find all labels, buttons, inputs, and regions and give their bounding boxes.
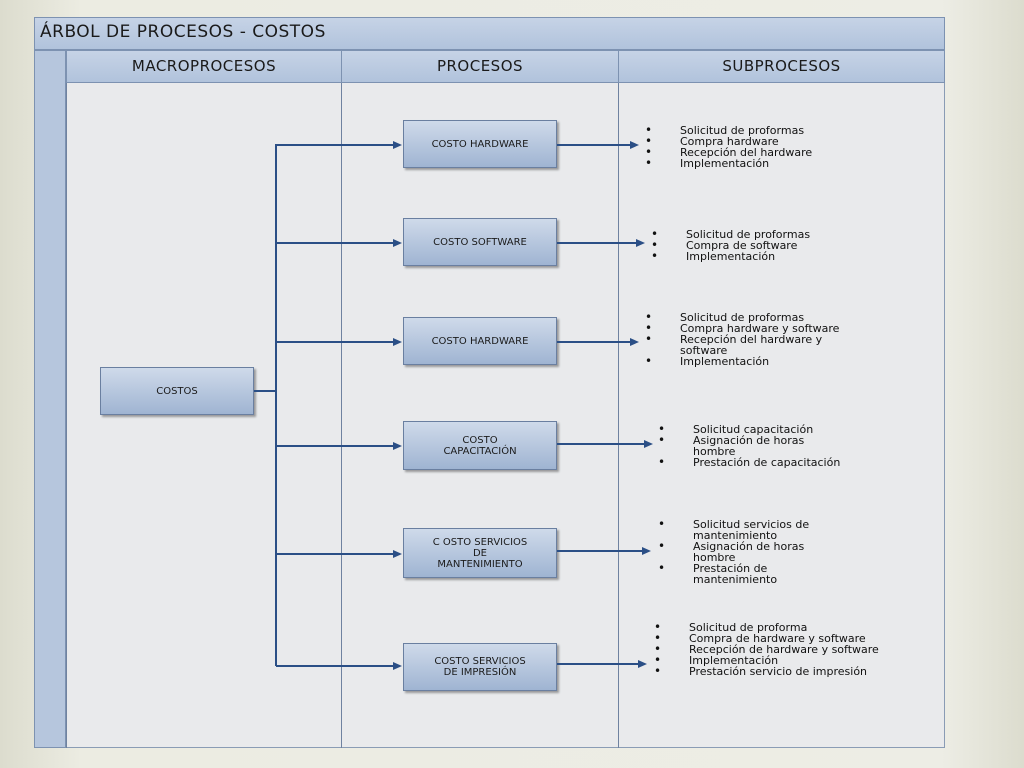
subprocess-item: Prestación de mantenimiento — [653, 563, 823, 585]
column-header-macroprocesos: MACROPROCESOS — [66, 50, 342, 83]
subprocess-item: Compra hardware y software — [640, 323, 865, 334]
subprocess-item: Implementación — [646, 251, 906, 262]
connector-line — [276, 553, 394, 555]
connector-line — [557, 341, 631, 343]
arrowhead — [393, 550, 402, 558]
subprocess-item: Prestación de capacitación — [653, 457, 903, 468]
left-strip — [34, 50, 66, 748]
column-header-subprocesos: SUBPROCESOS — [618, 50, 945, 83]
arrowhead — [393, 662, 402, 670]
arrowhead — [630, 338, 639, 346]
process-label: COSTO HARDWARE — [431, 335, 529, 347]
subprocess-item: Recepción de hardware y software — [649, 644, 899, 655]
column-divider — [618, 83, 619, 748]
subprocess-list: Solicitud de proforma Compra de hardware… — [649, 622, 879, 677]
diagram-title: ÁRBOL DE PROCESOS - COSTOS — [40, 22, 326, 42]
subprocess-item: Prestación servicio de impresión — [649, 666, 889, 677]
subprocess-item: Implementación — [640, 158, 900, 169]
subprocess-item: Recepción del hardware — [640, 147, 900, 158]
subprocess-item: Solicitud de proformas — [640, 125, 900, 136]
arrowhead — [393, 338, 402, 346]
arrowhead — [630, 141, 639, 149]
process-box: COSTO CAPACITACIÓN — [403, 421, 557, 470]
process-label: COSTO CAPACITACIÓN — [443, 434, 517, 457]
subprocess-item: Asignación de horas hombre — [653, 541, 823, 563]
connector-line — [557, 443, 645, 445]
subprocess-item: Implementación — [640, 356, 865, 367]
trunk-line — [275, 144, 277, 666]
arrowhead — [638, 660, 647, 668]
process-label: C OSTO SERVICIOS DE MANTENIMIENTO — [432, 536, 528, 570]
subprocess-list: Solicitud de proformas Compra hardware R… — [640, 125, 900, 169]
connector-line — [276, 341, 394, 343]
connector-line — [276, 144, 394, 146]
arrowhead — [393, 442, 402, 450]
title-bar — [34, 17, 945, 50]
subprocess-item: Solicitud de proformas — [646, 229, 906, 240]
process-box: COSTO HARDWARE — [403, 317, 557, 365]
process-label: COSTO SERVICIOS DE IMPRESIÓN — [434, 656, 526, 678]
subprocess-item: Compra de software — [646, 240, 906, 251]
process-box: COSTO SERVICIOS DE IMPRESIÓN — [403, 643, 557, 691]
subprocess-item: Recepción del hardware y software — [640, 334, 865, 356]
subprocess-item: Implementación — [649, 655, 879, 666]
connector-line — [276, 665, 394, 667]
subprocess-item: Solicitud servicios de mantenimiento — [653, 519, 858, 541]
column-divider — [341, 83, 342, 748]
connector-line — [557, 242, 637, 244]
macro-process-label: COSTOS — [156, 385, 198, 397]
connector-line — [276, 242, 394, 244]
subprocess-item: Solicitud de proformas — [640, 312, 865, 323]
subprocess-item: Solicitud capacitación — [653, 424, 903, 435]
process-label: COSTO HARDWARE — [431, 138, 529, 150]
macro-process-box: COSTOS — [100, 367, 254, 415]
process-label: COSTO SOFTWARE — [433, 236, 527, 248]
arrowhead — [644, 440, 653, 448]
subprocess-item: Asignación de horas hombre — [653, 435, 823, 457]
connector-line — [276, 445, 394, 447]
column-header-procesos: PROCESOS — [341, 50, 619, 83]
subprocess-list: Solicitud de proformas Compra de softwar… — [646, 229, 906, 262]
arrowhead — [393, 239, 402, 247]
connector-line — [557, 550, 643, 552]
connector-line — [557, 144, 631, 146]
subprocess-list: Solicitud servicios de mantenimiento Asi… — [653, 519, 858, 585]
connector-line — [254, 390, 276, 392]
process-box: COSTO HARDWARE — [403, 120, 557, 168]
process-box: C OSTO SERVICIOS DE MANTENIMIENTO — [403, 528, 557, 578]
subprocess-item: Compra de hardware y software — [649, 633, 879, 644]
subprocess-list: Solicitud capacitación Asignación de hor… — [653, 424, 903, 468]
column-divider — [66, 83, 67, 748]
subprocess-item: Compra hardware — [640, 136, 900, 147]
arrowhead — [642, 547, 651, 555]
arrowhead — [393, 141, 402, 149]
subprocess-list: Solicitud de proformas Compra hardware y… — [640, 312, 865, 367]
subprocess-item: Solicitud de proforma — [649, 622, 879, 633]
connector-line — [557, 663, 639, 665]
process-box: COSTO SOFTWARE — [403, 218, 557, 266]
arrowhead — [636, 239, 645, 247]
